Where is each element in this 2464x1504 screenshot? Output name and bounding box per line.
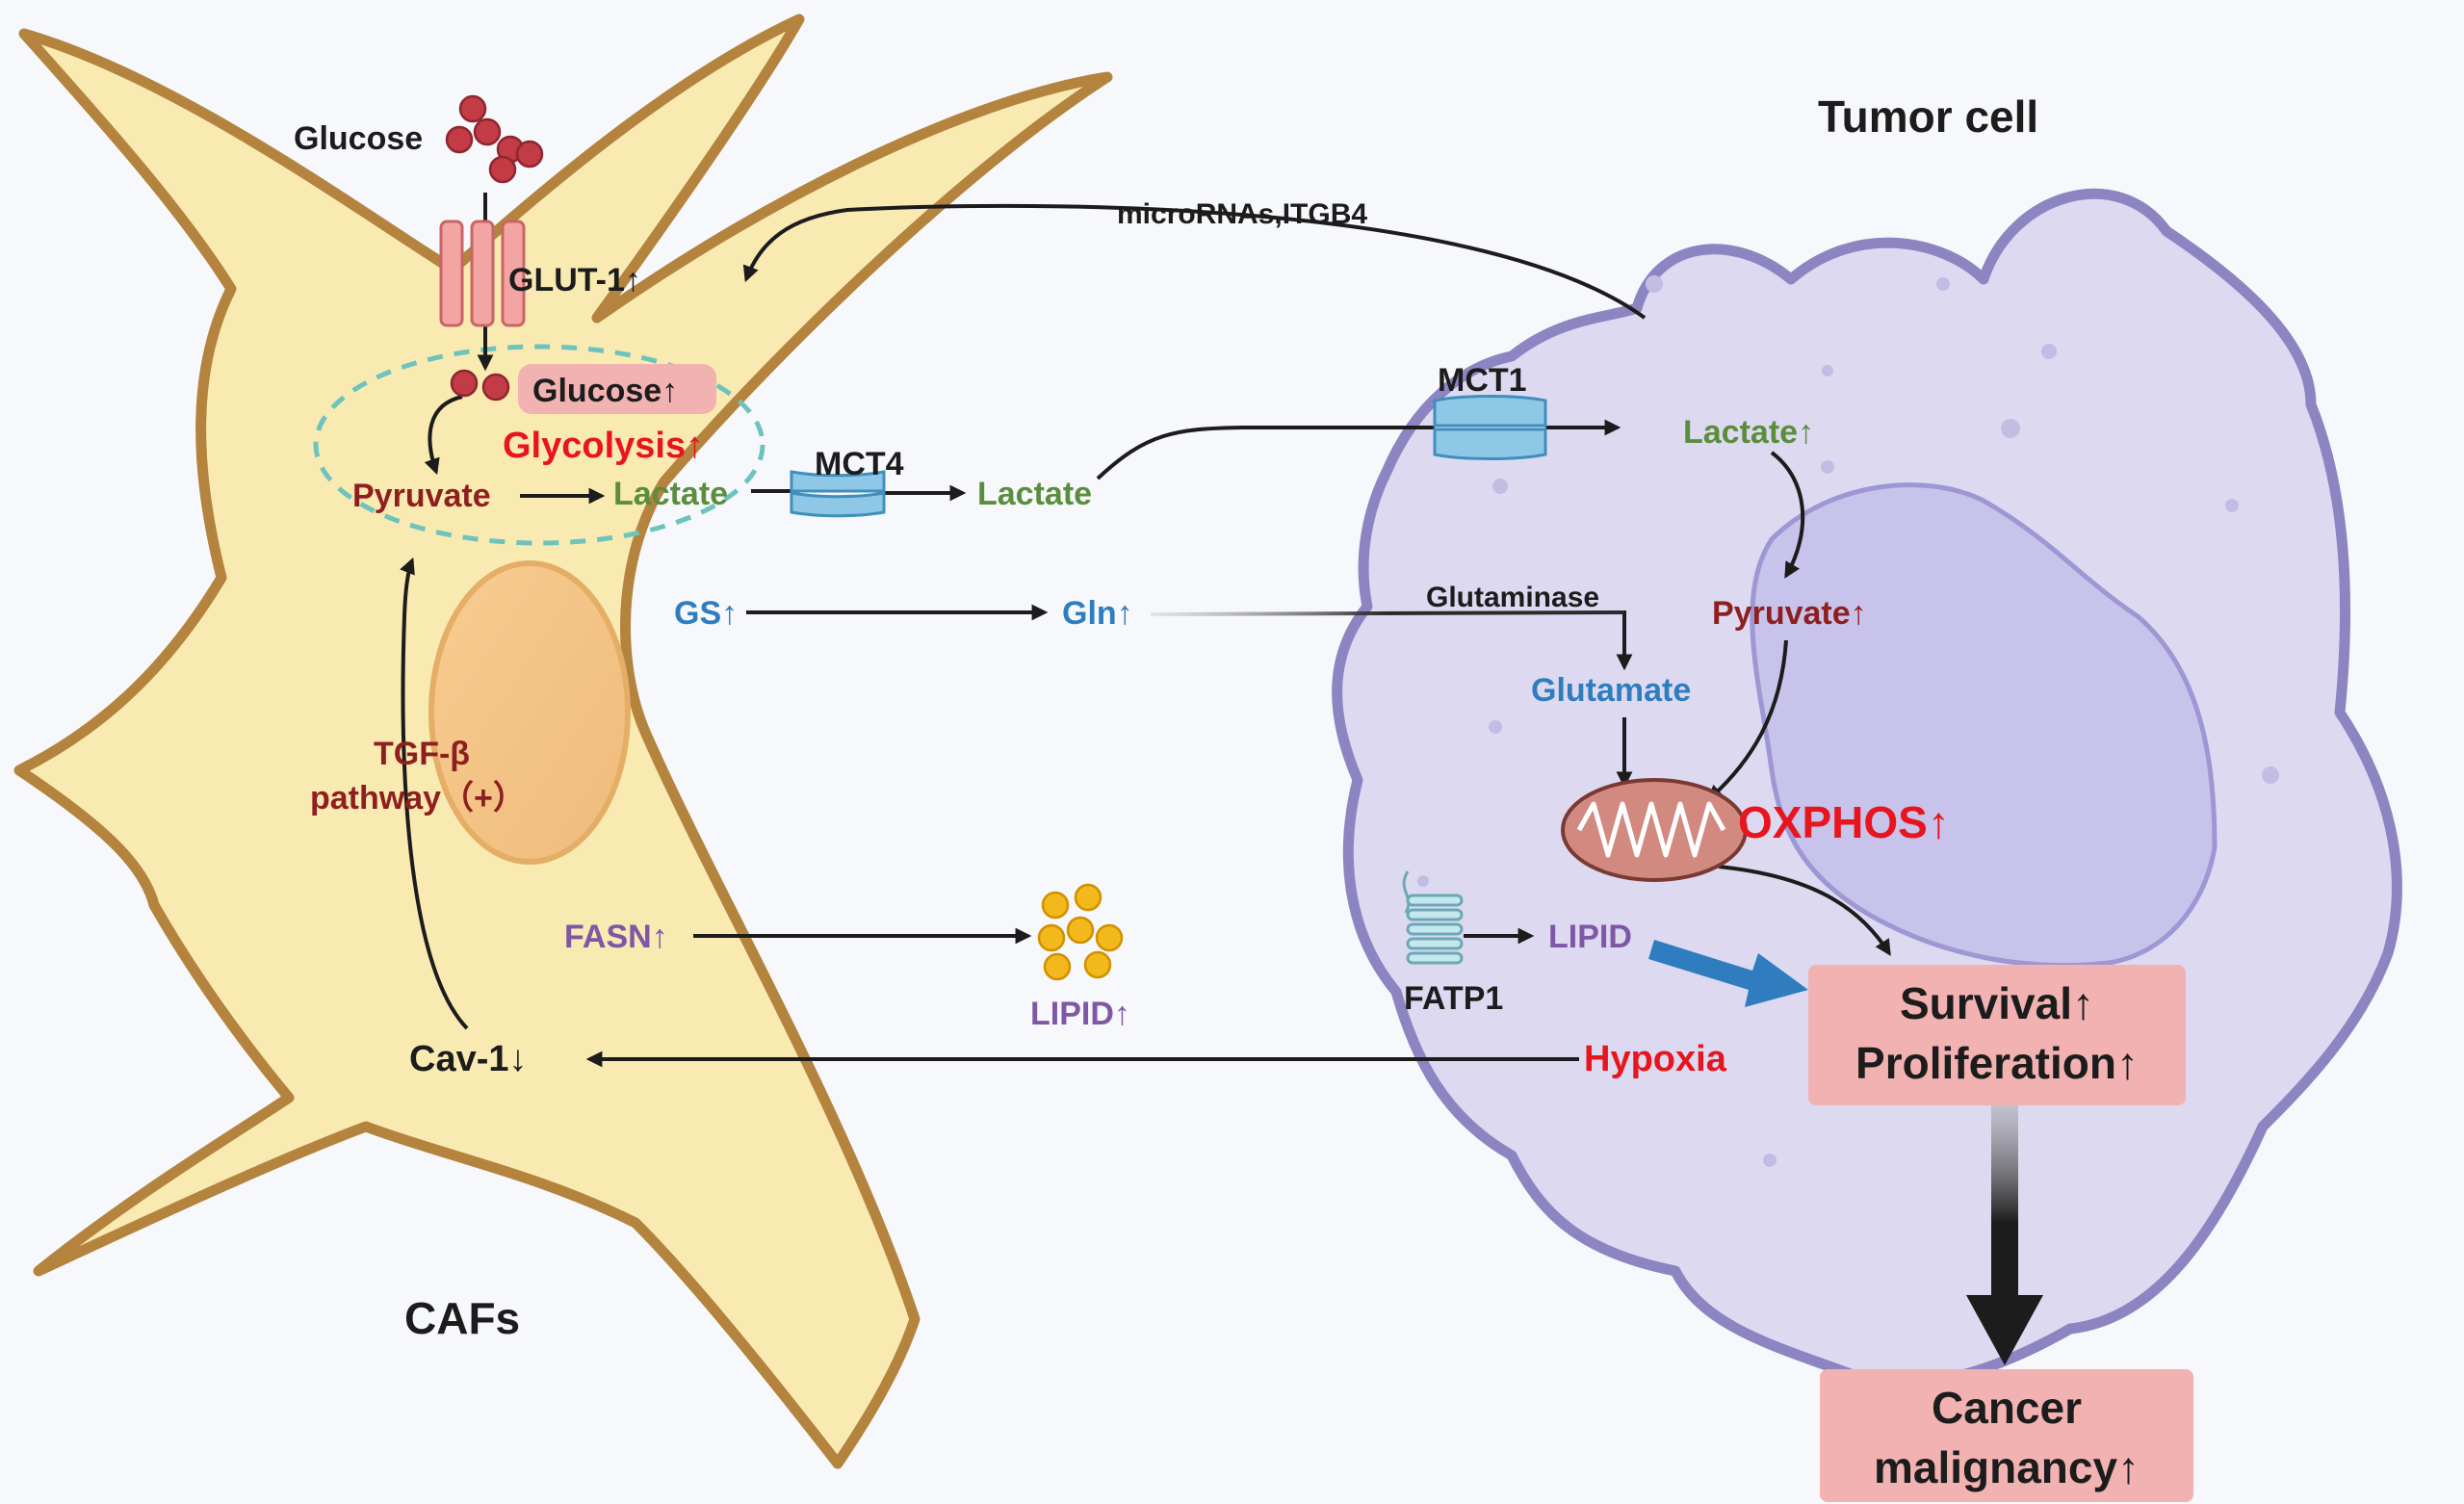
mct1-label: MCT1 bbox=[1438, 362, 1527, 399]
lipid-to-survival-arrow bbox=[1648, 940, 1808, 1007]
proliferation-label: Proliferation↑ bbox=[1855, 1038, 2139, 1088]
gs-label: GS↑ bbox=[674, 595, 738, 632]
glucose-up-box bbox=[518, 364, 716, 414]
glycolysis-region bbox=[313, 344, 765, 546]
glut1-label: GLUT-1↑ bbox=[508, 262, 641, 298]
mito-to-survival-arrow bbox=[1718, 865, 1891, 956]
gln-label: Gln↑ bbox=[1062, 595, 1133, 632]
mct1-transporter bbox=[1433, 395, 1547, 460]
glut1-transporter bbox=[439, 220, 526, 327]
survival-label: Survival↑ bbox=[1900, 978, 2094, 1028]
glycolysis-label: Glycolysis↑ bbox=[503, 426, 704, 466]
gln-to-glutaminase-line bbox=[1150, 610, 1625, 616]
glucose-outside-label: Glucose bbox=[294, 120, 423, 157]
microrna-label: microRNAs,ITGB4 bbox=[1117, 198, 1367, 230]
lipid-mid-label: LIPID↑ bbox=[1030, 996, 1130, 1032]
caf-nucleus bbox=[428, 560, 631, 865]
mitochondrion bbox=[1561, 778, 1748, 882]
glutaminase-arrow bbox=[1616, 610, 1633, 671]
glucose-molecules-outside bbox=[445, 94, 544, 184]
fatp1-label: FATP1 bbox=[1404, 980, 1503, 1017]
hypoxia-label: Hypoxia bbox=[1584, 1039, 1727, 1079]
cafs-label: CAFs bbox=[404, 1293, 520, 1343]
mct4-label: MCT4 bbox=[815, 446, 904, 482]
glutamate-label: Glutamate bbox=[1531, 672, 1691, 709]
lipid-droplets bbox=[1037, 883, 1124, 981]
microrna-arrow bbox=[742, 203, 1647, 320]
lactate-mid-label: Lactate bbox=[977, 476, 1092, 512]
lactate-to-mct1-arrow bbox=[1096, 426, 1435, 480]
lactate-to-pyruvate-arrow bbox=[1770, 451, 1805, 579]
oxphos-label: OXPHOS↑ bbox=[1738, 797, 1950, 847]
lipid-tumor-label: LIPID bbox=[1548, 919, 1632, 955]
cancer-label-line1: Cancer bbox=[1932, 1383, 2082, 1433]
glucose-up-label: Glucose↑ bbox=[532, 373, 678, 409]
fasn-label: FASN↑ bbox=[564, 919, 668, 955]
tumor-vesicles bbox=[1417, 275, 2279, 1167]
mct4-transporter bbox=[790, 470, 886, 518]
cancer-malignancy-box bbox=[1820, 1369, 2193, 1502]
lactate-caf-label: Lactate bbox=[613, 476, 728, 512]
glutaminase-label: Glutaminase bbox=[1426, 582, 1599, 613]
pyruvate-to-mito-arrow bbox=[1706, 639, 1788, 802]
tgf-label-line1: TGF-β bbox=[374, 736, 470, 772]
cancer-label-line2: malignancy↑ bbox=[1874, 1442, 2140, 1492]
pyruvate-tumor-label: Pyruvate↑ bbox=[1712, 595, 1867, 632]
glucose-molecules-inside bbox=[450, 369, 510, 402]
survival-to-cancer-shaft bbox=[1991, 1105, 2018, 1319]
cav1-to-glycolysis-arrow bbox=[400, 557, 469, 1030]
survival-box bbox=[1808, 965, 2186, 1105]
cav1-label: Cav-1↓ bbox=[409, 1039, 528, 1079]
fatp1-transporter bbox=[1402, 870, 1464, 965]
tumor-nucleus bbox=[1750, 482, 2218, 969]
pyruvate-caf-label: Pyruvate bbox=[352, 478, 491, 514]
glucose-to-pyruvate-arrow bbox=[424, 395, 463, 476]
lactate-tumor-label: Lactate↑ bbox=[1683, 414, 1814, 451]
tumor-cell-label: Tumor cell bbox=[1818, 91, 2038, 142]
survival-to-cancer-head bbox=[1966, 1295, 2043, 1365]
tgf-label-line2: pathway（+） bbox=[310, 779, 526, 817]
